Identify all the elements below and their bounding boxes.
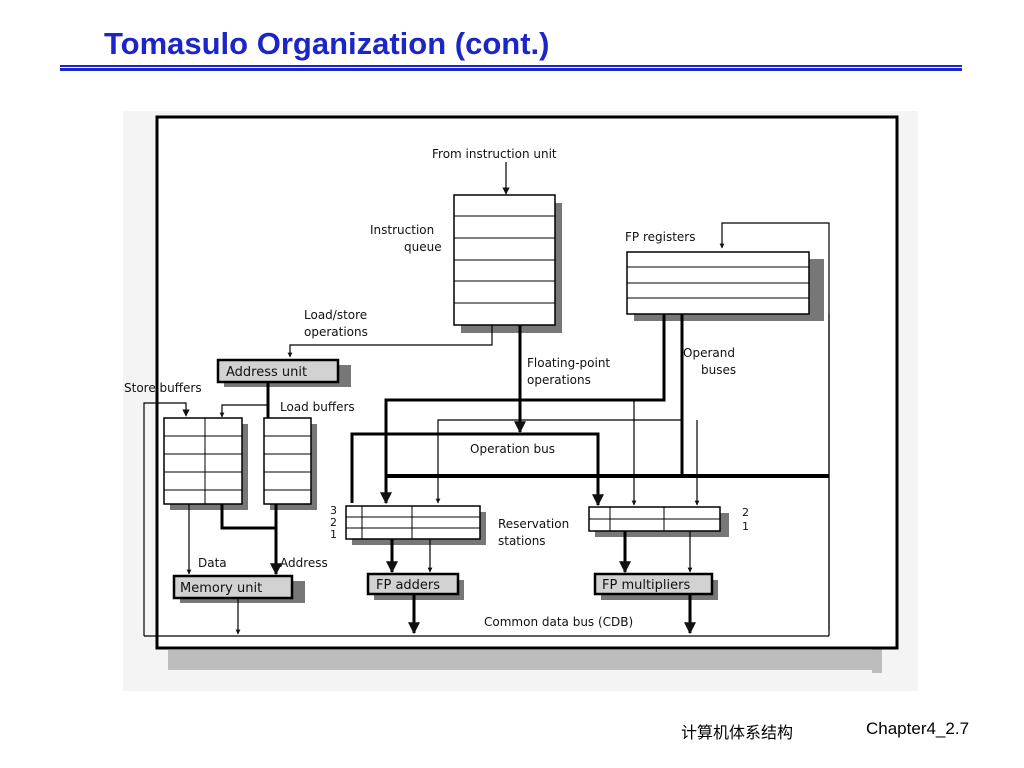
address-unit <box>216 358 351 387</box>
title-underline-thick <box>60 68 962 71</box>
load-store-path <box>287 325 493 358</box>
store-buffers <box>163 417 248 510</box>
fp-registers <box>626 251 824 321</box>
operand-buses-label: Operand <box>683 346 735 360</box>
footer-page-number: Chapter4_2.7 <box>866 719 970 738</box>
fp-multipliers-label: FP multipliers <box>602 578 690 593</box>
fp-operations-label: Floating-point <box>527 356 610 370</box>
address-label: Address <box>280 556 328 570</box>
multiplier-station-number: 2 <box>742 506 749 519</box>
fp-registers-label: FP registers <box>625 230 695 244</box>
instruction-queue <box>453 194 562 333</box>
load-buffers-label: Load buffers <box>280 400 355 414</box>
multiplier-station-number: 1 <box>742 520 749 533</box>
store-address-line <box>220 504 276 530</box>
operation-bus-label: Operation bus <box>470 442 555 456</box>
memory-unit-label: Memory unit <box>180 581 262 596</box>
operand-bus-1 <box>380 314 666 505</box>
fp-adders <box>366 572 464 600</box>
operation-bus <box>350 432 604 507</box>
multiplier-reservation-stations <box>588 506 729 537</box>
instruction-queue-label-2: queue <box>404 240 442 254</box>
adder-station-number: 3 <box>330 504 337 517</box>
fp-multipliers <box>593 572 718 600</box>
frame-shadow-bottom <box>168 650 882 670</box>
title-underline <box>60 65 962 67</box>
cdb-to-store-buffers <box>143 402 190 636</box>
instruction-queue-label: Instruction <box>370 223 434 237</box>
cdb-label: Common data bus (CDB) <box>484 615 633 629</box>
slide-title: Tomasulo Organization (cont.) <box>104 26 550 61</box>
memory-unit <box>172 574 305 603</box>
from-instruction-unit-label: From instruction unit <box>432 147 557 161</box>
reservation-stations-label-2: stations <box>498 534 546 548</box>
data-label: Data <box>198 556 227 570</box>
store-buffers-label: Store buffers <box>124 381 202 395</box>
address-unit-label: Address unit <box>226 365 307 380</box>
load-store-label: Load/store <box>304 308 367 322</box>
adder-station-number: 2 <box>330 516 337 529</box>
reservation-stations-label: Reservation <box>498 517 569 531</box>
operand-buses-label-2: buses <box>701 363 736 377</box>
footer-course-name: 计算机体系结构 <box>681 723 794 742</box>
fp-adders-label: FP adders <box>376 578 440 593</box>
load-buffers <box>263 417 317 510</box>
adder-reservation-stations <box>345 505 486 545</box>
load-store-label-2: operations <box>304 325 368 339</box>
adder-station-number: 1 <box>330 528 337 541</box>
fp-operations-label-2: operations <box>527 373 591 387</box>
